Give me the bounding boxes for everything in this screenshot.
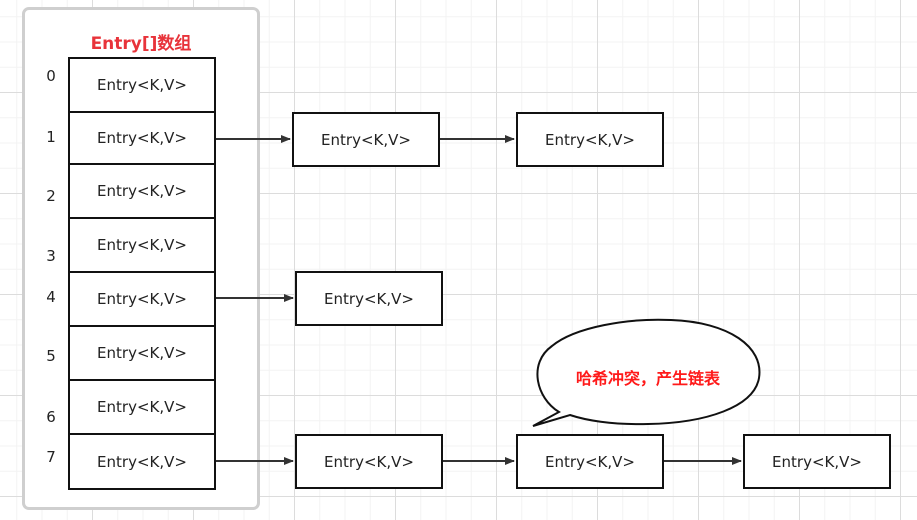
- array-cell-7: Entry<K,V>: [68, 433, 216, 490]
- chain-7-node-1: Entry<K,V>: [295, 434, 443, 489]
- array-cell-6: Entry<K,V>: [68, 379, 216, 435]
- chain-1-node-2: Entry<K,V>: [516, 112, 664, 167]
- chain-7-node-2: Entry<K,V>: [516, 434, 664, 489]
- index-label-2: 2: [46, 187, 56, 205]
- index-label-4: 4: [46, 288, 56, 306]
- index-label-5: 5: [46, 347, 56, 365]
- index-label-6: 6: [46, 408, 56, 426]
- index-label-1: 1: [46, 128, 56, 146]
- index-label-0: 0: [46, 67, 56, 85]
- callout-text: 哈希冲突，产生链表: [575, 369, 720, 388]
- array-cell-1: Entry<K,V>: [68, 111, 216, 165]
- array-title: Entry[]数组: [90, 34, 192, 54]
- array-cell-5: Entry<K,V>: [68, 325, 216, 381]
- index-label-3: 3: [46, 247, 56, 265]
- speech-bubble: [532, 318, 761, 427]
- chain-7-node-3: Entry<K,V>: [743, 434, 891, 489]
- index-label-7: 7: [46, 448, 56, 466]
- chain-4-node-1: Entry<K,V>: [295, 271, 443, 326]
- chain-1-node-1: Entry<K,V>: [292, 112, 440, 167]
